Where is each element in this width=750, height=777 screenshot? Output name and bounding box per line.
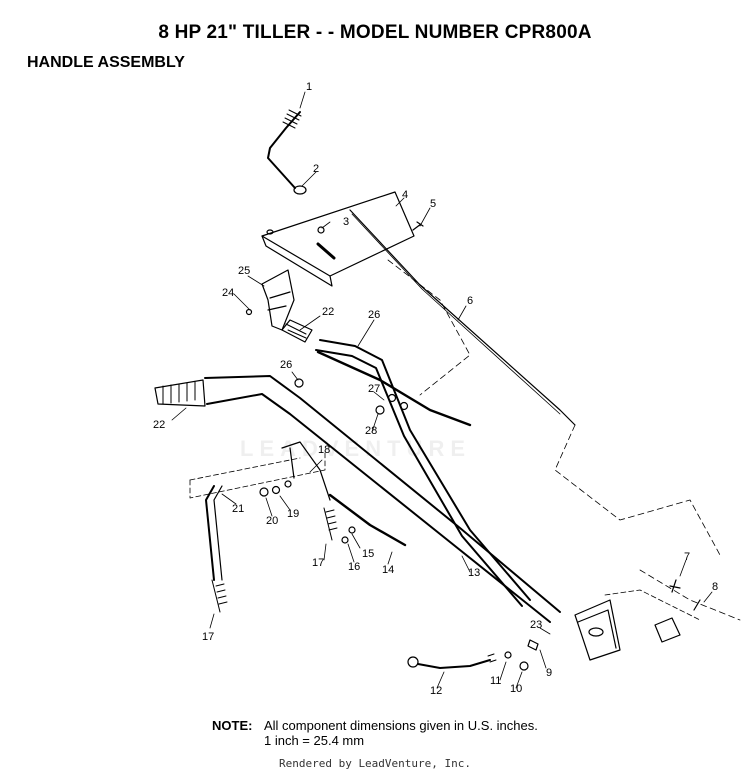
callout-16: 16 (348, 561, 360, 573)
callout-7: 7 (684, 551, 690, 563)
callout-9: 9 (546, 667, 552, 679)
callout-17-left: 17 (202, 631, 214, 643)
callout-8: 8 (712, 581, 718, 593)
nut-10 (519, 661, 529, 671)
callout-2: 2 (313, 163, 319, 175)
shift-link-rod (349, 209, 576, 426)
callout-14: 14 (382, 564, 394, 576)
callout-27: 27 (368, 383, 380, 395)
nut-2 (293, 185, 307, 195)
callout-20: 20 (266, 515, 278, 527)
note-line-1: All component dimensions given in U.S. i… (264, 718, 538, 733)
washer-19 (271, 485, 281, 495)
nut-26 (294, 378, 304, 388)
nut-28 (375, 405, 385, 415)
callout-26-upper: 26 (368, 309, 380, 321)
grip-17-left (211, 579, 228, 613)
screw-16 (341, 536, 349, 544)
callout-28: 28 (365, 425, 377, 437)
washer-11 (504, 651, 512, 659)
callout-13: 13 (468, 567, 480, 579)
callout-21: 21 (232, 503, 244, 515)
callout-11: 11 (490, 675, 501, 687)
callout-3: 3 (343, 216, 349, 228)
bolt-27 (387, 393, 397, 403)
note-line-2: 1 inch = 25.4 mm (264, 733, 365, 748)
callout-1: 1 (306, 81, 312, 93)
shift-rod (267, 111, 301, 189)
bolt-7 (669, 579, 681, 593)
screw-24 (245, 308, 253, 316)
callout-18: 18 (318, 444, 330, 456)
bracket-18 (281, 441, 331, 501)
callout-12: 12 (430, 685, 442, 697)
page-title: 8 HP 21" TILLER - - MODEL NUMBER CPR800A (158, 22, 592, 43)
callout-24: 24 (222, 287, 234, 299)
note-label: NOTE: (212, 718, 253, 733)
callout-23: 23 (530, 619, 542, 631)
lever-21 (205, 485, 215, 581)
handle-upper-right (319, 339, 531, 601)
callout-26-lower: 26 (280, 359, 292, 371)
base-bracket-23 (574, 599, 621, 661)
console-plate (261, 191, 415, 277)
callout-25: 25 (238, 265, 250, 277)
bolt-5 (412, 221, 424, 231)
shift-rod-grip (282, 109, 302, 129)
cable-14 (316, 350, 472, 427)
footer-credit: Rendered by LeadVenture, Inc. (278, 757, 472, 770)
callout-5: 5 (430, 198, 436, 210)
grip-17-right (323, 507, 338, 541)
callout-4: 4 (402, 189, 408, 201)
lever-12 (417, 659, 491, 669)
lever-knob-12 (407, 656, 419, 668)
section-title: HANDLE ASSEMBLY (27, 54, 185, 71)
callout-labels: 1 2 3 4 5 6 25 24 22 26 26 27 28 22 18 2… (153, 81, 718, 697)
clip-15 (348, 526, 356, 534)
callout-10: 10 (510, 683, 522, 695)
nut-20 (259, 487, 269, 497)
handle-left (204, 375, 561, 613)
washer-9 (527, 639, 539, 651)
cable-14-lower (328, 493, 407, 547)
dimension-note: NOTE: All component dimensions given in U… (212, 718, 538, 748)
callout-22-lower: 22 (153, 419, 165, 431)
callout-6: 6 (467, 295, 473, 307)
callout-19: 19 (287, 508, 299, 520)
pin-8 (693, 599, 701, 611)
callout-22-upper: 22 (322, 306, 334, 318)
callout-15: 15 (362, 548, 374, 560)
grip-22-upper (281, 319, 313, 343)
callout-17-right: 17 (312, 557, 324, 569)
